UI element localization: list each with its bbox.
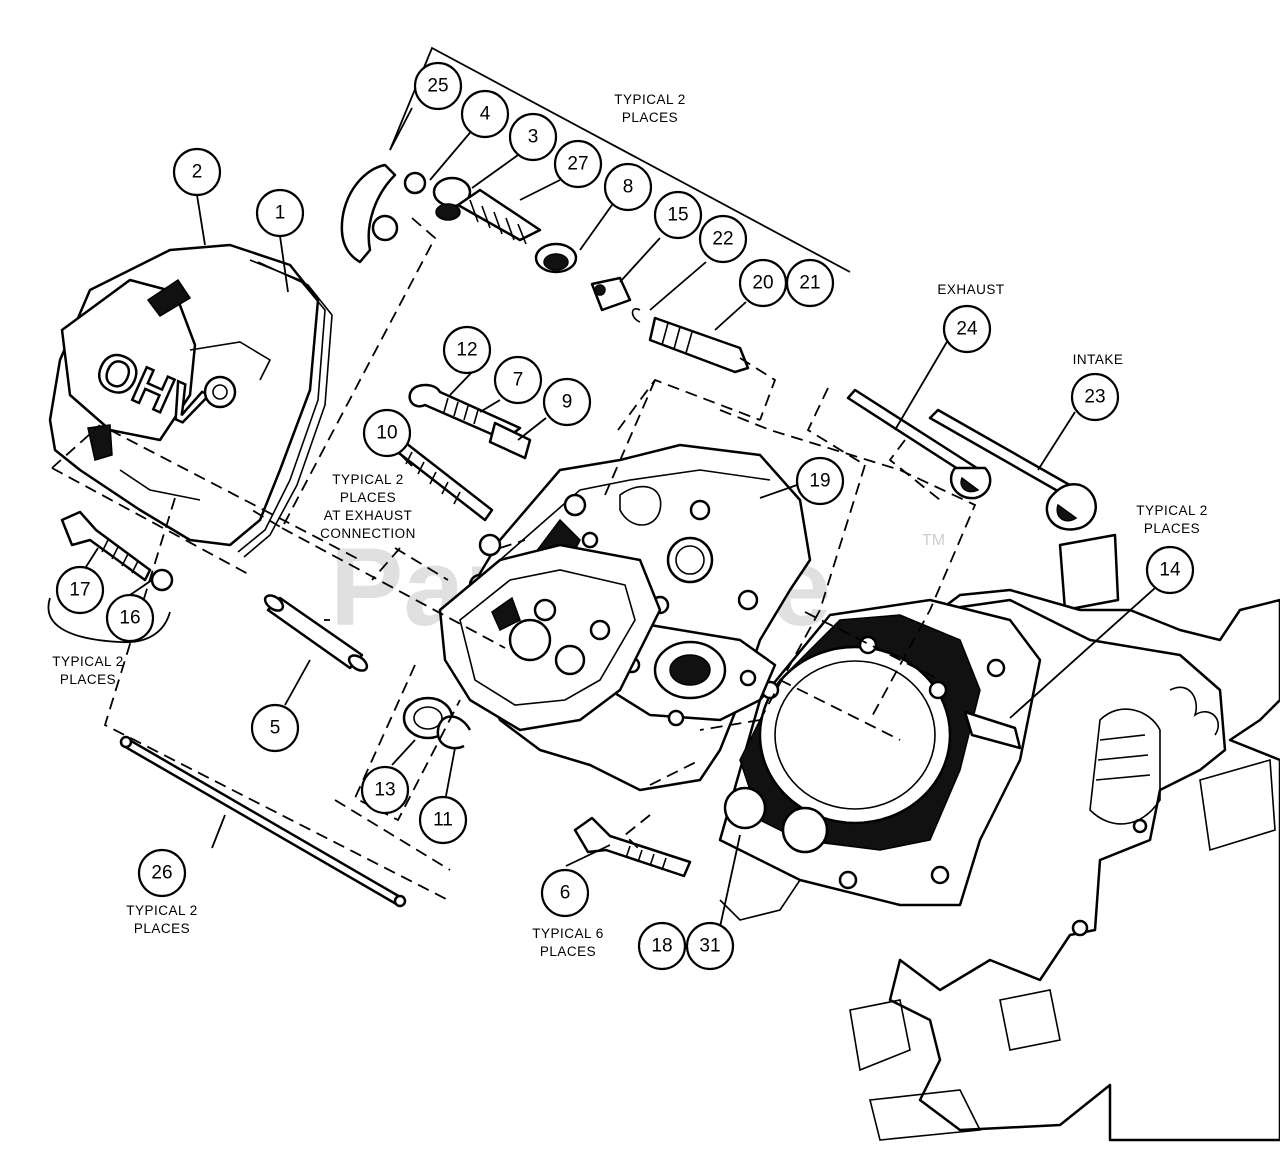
svg-text:7: 7	[513, 370, 524, 391]
svg-text:TYPICAL 2: TYPICAL 2	[126, 903, 198, 918]
svg-text:PLACES: PLACES	[622, 110, 678, 125]
callout-17: 17	[55, 565, 105, 615]
svg-text:TYPICAL 2: TYPICAL 2	[332, 472, 404, 487]
svg-text:PLACES: PLACES	[1144, 521, 1200, 536]
svg-text:1: 1	[275, 203, 286, 224]
svg-text:TYPICAL 2: TYPICAL 2	[614, 92, 686, 107]
svg-text:22: 22	[712, 229, 733, 250]
svg-text:27: 27	[567, 154, 588, 175]
svg-text:17: 17	[69, 580, 90, 601]
svg-text:CONNECTION: CONNECTION	[320, 526, 416, 541]
callout-2: 2	[172, 147, 222, 197]
callout-6: 6	[540, 868, 590, 918]
callout-31: 31	[685, 921, 735, 971]
callout-9: 9	[542, 377, 592, 427]
svg-text:TYPICAL 6: TYPICAL 6	[532, 926, 604, 941]
callout-22: 22	[698, 214, 748, 264]
svg-text:12: 12	[456, 340, 477, 361]
callout-23: 23	[1070, 372, 1120, 422]
valve-train-parts	[340, 163, 750, 374]
svg-text:20: 20	[752, 273, 773, 294]
callout-25: 25	[413, 61, 463, 111]
svg-text:2: 2	[192, 162, 203, 183]
callout-1: 1	[255, 188, 305, 238]
note-typical-6: TYPICAL 6 PLACES	[532, 926, 604, 959]
svg-text:TYPICAL 2: TYPICAL 2	[52, 654, 124, 669]
svg-text:9: 9	[562, 392, 573, 413]
trademark-mark: TM	[922, 532, 945, 549]
note-typical-2-pushrod: TYPICAL 2 PLACES	[126, 903, 198, 936]
callout-11: 11	[418, 795, 468, 845]
svg-text:PLACES: PLACES	[340, 490, 396, 505]
valve-cover: OHV	[48, 243, 333, 558]
note-intake: INTAKE	[1073, 352, 1124, 367]
svg-text:14: 14	[1159, 560, 1181, 581]
cylinder-and-gasket	[718, 598, 1042, 921]
svg-text:19: 19	[809, 471, 830, 492]
note-typical-2-left: TYPICAL 2 PLACES	[52, 654, 124, 687]
callout-5: 5	[250, 703, 300, 753]
svg-text:6: 6	[560, 883, 571, 904]
callout-15: 15	[653, 190, 703, 240]
callout-26: 26	[137, 848, 187, 898]
callout-3: 3	[508, 112, 558, 162]
svg-text:18: 18	[651, 936, 672, 957]
callout-7: 7	[493, 355, 543, 405]
svg-text:26: 26	[151, 863, 172, 884]
callout-19: 19	[795, 456, 845, 506]
svg-text:AT EXHAUST: AT EXHAUST	[324, 508, 413, 523]
note-typical-2-top: TYPICAL 2 PLACES	[614, 92, 686, 125]
callout-20: 20	[738, 258, 788, 308]
callout-13: 13	[360, 765, 410, 815]
svg-text:4: 4	[480, 104, 491, 125]
callout-12: 12	[442, 325, 492, 375]
svg-text:PLACES: PLACES	[134, 921, 190, 936]
svg-text:PLACES: PLACES	[540, 944, 596, 959]
callout-27: 27	[553, 139, 603, 189]
svg-text:24: 24	[956, 319, 978, 340]
leader-lines	[83, 107, 1156, 928]
callout-4: 4	[460, 89, 510, 139]
rocker-studs	[60, 383, 1097, 908]
callout-18: 18	[637, 921, 687, 971]
top-group-bracket	[389, 46, 851, 273]
note-typical-2-exhaust-connection: TYPICAL 2 PLACES AT EXHAUST CONNECTION	[320, 472, 416, 541]
svg-text:PLACES: PLACES	[60, 672, 116, 687]
note-typical-2-right: TYPICAL 2 PLACES	[1136, 503, 1208, 536]
svg-text:5: 5	[270, 718, 281, 739]
svg-text:15: 15	[667, 205, 688, 226]
svg-text:11: 11	[433, 810, 453, 831]
callout-10: 10	[362, 408, 412, 458]
svg-text:8: 8	[623, 177, 634, 198]
svg-text:3: 3	[528, 127, 539, 148]
svg-text:16: 16	[119, 608, 140, 629]
svg-text:10: 10	[376, 423, 397, 444]
callout-24: 24	[942, 304, 992, 354]
callout-8: 8	[603, 162, 653, 212]
svg-text:TYPICAL 2: TYPICAL 2	[1136, 503, 1208, 518]
svg-text:21: 21	[799, 273, 820, 294]
callout-16: 16	[105, 593, 155, 643]
svg-text:25: 25	[427, 76, 448, 97]
svg-text:31: 31	[699, 936, 720, 957]
callout-21: 21	[785, 258, 835, 308]
svg-text:23: 23	[1084, 387, 1105, 408]
left-group-bracket	[47, 597, 171, 643]
callout-14: 14	[1145, 545, 1195, 595]
assembly-lines	[51, 217, 977, 901]
note-exhaust: EXHAUST	[937, 282, 1004, 297]
svg-text:13: 13	[374, 780, 395, 801]
engine-block	[849, 533, 1280, 1142]
rocker-plate	[438, 543, 662, 732]
